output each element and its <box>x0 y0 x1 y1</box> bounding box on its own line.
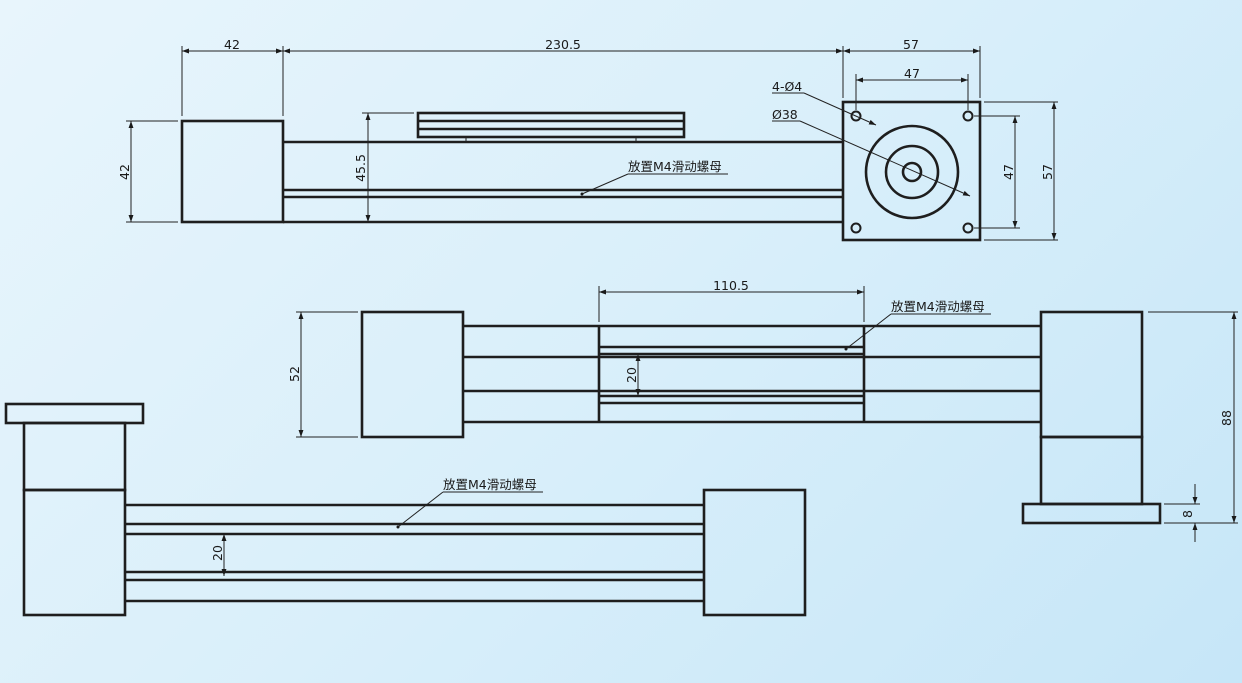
dim-rail-length: 230.5 <box>545 37 581 52</box>
top-dimensions: 42 230.5 57 47 42 45.5 47 57 <box>117 37 1058 241</box>
mount-hole <box>850 222 862 234</box>
dim-overall-height: 88 <box>1219 410 1234 426</box>
end-block-left <box>360 310 465 439</box>
dim-motor-length: 42 <box>224 37 240 52</box>
slider-carriage <box>416 111 686 142</box>
end-block-right <box>702 488 807 617</box>
dim-base-thickness: 8 <box>1180 510 1195 518</box>
middle-view: 110.5 52 20 88 8 放置M4滑动螺母 <box>287 278 1238 542</box>
top-plate <box>4 402 145 425</box>
rail-profile <box>125 503 704 603</box>
end-flange <box>841 100 982 242</box>
mount-hole <box>850 110 862 122</box>
dim-hole-spacing-h: 47 <box>904 66 920 81</box>
dim-flange-height: 57 <box>1040 164 1055 180</box>
note-slide-nut: 放置M4滑动螺母 <box>628 159 722 174</box>
note-slide-nut: 放置M4滑动螺母 <box>443 477 537 492</box>
motor-body <box>180 119 285 224</box>
bottom-view: 20 放置M4滑动螺母 <box>4 402 807 617</box>
dim-slot: 20 <box>624 367 639 383</box>
base-plate <box>1021 502 1162 525</box>
label-boss: Ø38 <box>772 107 798 122</box>
dim-slot: 20 <box>210 545 225 561</box>
top-view: 42 230.5 57 47 42 45.5 47 57 <box>117 37 1058 242</box>
dim-motor-height: 42 <box>117 164 132 180</box>
dim-hole-spacing-v: 47 <box>1001 164 1016 180</box>
dim-slider-length: 110.5 <box>713 278 749 293</box>
middle-dimensions: 110.5 52 20 88 8 放置M4滑动螺母 <box>287 278 1238 542</box>
motor-with-flange <box>4 402 145 617</box>
label-holes: 4-Ø4 <box>772 79 802 94</box>
bottom-dimensions: 20 放置M4滑动螺母 <box>210 477 543 576</box>
dim-block-height: 52 <box>287 366 302 382</box>
slider-carriage <box>597 326 866 422</box>
dim-flange-width: 57 <box>903 37 919 52</box>
rail-profile <box>463 324 1041 424</box>
boss-circle <box>864 124 960 220</box>
mount-hole <box>962 222 974 234</box>
note-slide-nut: 放置M4滑动螺母 <box>891 299 985 314</box>
dim-rail-height: 45.5 <box>353 154 368 182</box>
rail-profile <box>283 140 843 224</box>
motor-with-base <box>1021 310 1162 525</box>
mount-hole <box>962 110 974 122</box>
